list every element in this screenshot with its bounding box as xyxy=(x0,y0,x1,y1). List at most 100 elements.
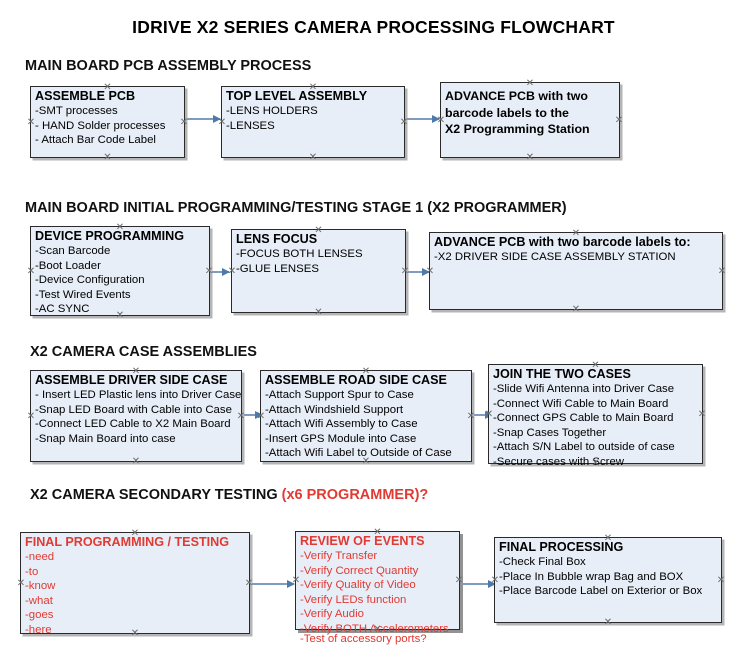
resize-handle-bottom[interactable] xyxy=(131,629,140,638)
resize-handle-top[interactable] xyxy=(591,361,600,370)
box-title: ASSEMBLE ROAD SIDE CASE xyxy=(265,373,447,387)
box-line: -here xyxy=(25,623,52,636)
resize-handle-left[interactable] xyxy=(292,576,301,585)
box-join-the-two-cases[interactable]: JOIN THE TWO CASES -Slide Wifi Antenna i… xyxy=(485,361,703,468)
resize-handle-bottom[interactable] xyxy=(103,153,112,162)
resize-handle-left[interactable] xyxy=(437,116,446,125)
section-heading-3: X2 CAMERA CASE ASSEMBLIES xyxy=(30,344,257,360)
box-line: -Snap Cases Together xyxy=(493,426,607,439)
resize-handle-top[interactable] xyxy=(373,528,382,537)
resize-handle-bottom[interactable] xyxy=(314,308,323,317)
box-line: -know xyxy=(25,580,56,593)
box-advance-pcb-station[interactable]: ADVANCE PCB with two barcode labels to t… xyxy=(440,82,620,158)
box-line: -Insert GPS Module into Case xyxy=(265,432,417,445)
section-heading-4: X2 CAMERA SECONDARY TESTING (x6 PROGRAMM… xyxy=(30,487,428,503)
resize-handle-right[interactable] xyxy=(698,410,707,419)
box-assemble-pcb[interactable]: ASSEMBLE PCB -SMT processes - HAND Solde… xyxy=(30,86,185,158)
resize-handle-bottom[interactable] xyxy=(526,153,535,162)
resize-handle-left[interactable] xyxy=(218,118,227,127)
resize-handle-top[interactable] xyxy=(103,83,112,92)
resize-handle-right[interactable] xyxy=(717,576,726,585)
resize-handle-right[interactable] xyxy=(718,267,727,276)
resize-handle-top[interactable] xyxy=(314,226,323,235)
box-advance-pcb-driver-side[interactable]: ADVANCE PCB with two barcode labels to: … xyxy=(429,232,723,310)
resize-handle-bottom[interactable] xyxy=(373,625,382,634)
section-heading-4-text: X2 CAMERA SECONDARY TESTING xyxy=(30,487,282,503)
box-line: -Connect Wifi Cable to Main Board xyxy=(493,397,669,410)
section-heading-1-text: MAIN BOARD PCB ASSEMBLY PROCESS xyxy=(25,58,312,74)
resize-handle-top[interactable] xyxy=(572,229,581,238)
arrow-1-2-to-1-3 xyxy=(407,114,440,123)
box-top-level-assembly[interactable]: TOP LEVEL ASSEMBLY -LENS HOLDERS -LENSES xyxy=(221,86,405,158)
box-title: REVIEW OF EVENTS xyxy=(300,534,425,548)
box-line: -Boot Loader xyxy=(35,259,101,272)
box-lens-focus[interactable]: LENS FOCUS -FOCUS BOTH LENSES -GLUE LENS… xyxy=(231,229,406,313)
box-title: FINAL PROCESSING xyxy=(499,540,624,554)
resize-handle-left[interactable] xyxy=(485,410,494,419)
box-line: -SMT processes xyxy=(35,105,118,117)
box-line: -Connect GPS Cable to Main Board xyxy=(493,412,674,425)
box-assemble-road-side-case[interactable]: ASSEMBLE ROAD SIDE CASE -Attach Support … xyxy=(260,370,472,462)
box-final-programming-testing[interactable]: FINAL PROGRAMMING / TESTING -need -to -k… xyxy=(17,529,250,636)
resize-handle-bottom[interactable] xyxy=(572,305,581,314)
arrow-2-1-to-2-2 xyxy=(212,267,230,276)
box-line: barcode labels to the xyxy=(445,105,569,120)
resize-handle-right[interactable] xyxy=(615,116,624,125)
box-line: -Attach Wifi Label to Outside of Case xyxy=(265,447,452,460)
resize-handle-bottom[interactable] xyxy=(591,459,600,468)
box-line: - HAND Solder processes xyxy=(35,119,166,132)
box-line: -Check Final Box xyxy=(499,556,586,568)
resize-handle-top[interactable] xyxy=(526,79,535,88)
resize-handle-left[interactable] xyxy=(257,412,266,421)
resize-handle-right[interactable] xyxy=(467,412,476,421)
box-title: ADVANCE PCB with two xyxy=(445,89,588,103)
resize-handle-bottom[interactable] xyxy=(116,311,125,320)
resize-handle-left[interactable] xyxy=(27,412,36,421)
box-assemble-driver-side-case[interactable]: ASSEMBLE DRIVER SIDE CASE - Insert LED P… xyxy=(30,370,242,462)
box-line: -Verify Audio xyxy=(300,608,364,621)
box-line: -Attach Wifi Assembly to Case xyxy=(265,418,418,431)
box-line: -Attach S/N Label to outside of case xyxy=(493,441,675,454)
box-final-processing[interactable]: FINAL PROCESSING -Check Final Box -Place… xyxy=(494,537,722,623)
resize-handle-left[interactable] xyxy=(17,579,26,588)
box-line: -goes xyxy=(25,609,54,622)
resize-handle-top[interactable] xyxy=(116,223,125,232)
resize-handle-left[interactable] xyxy=(491,576,500,585)
resize-handle-bottom[interactable] xyxy=(604,618,613,627)
resize-handle-bottom[interactable] xyxy=(362,457,371,466)
section-heading-1: MAIN BOARD PCB ASSEMBLY PROCESS xyxy=(25,58,311,74)
resize-handle-left[interactable] xyxy=(27,267,36,276)
resize-handle-left[interactable] xyxy=(228,267,237,276)
box-line: X2 Programming Station xyxy=(445,122,590,136)
box-line: -Device Configuration xyxy=(35,274,145,287)
section-heading-2: MAIN BOARD INITIAL PROGRAMMING/TESTING S… xyxy=(25,200,567,216)
box-line: -Connect LED Cable to X2 Main Board xyxy=(35,418,231,431)
box-line: -what xyxy=(25,594,53,607)
section-heading-2-text: MAIN BOARD INITIAL PROGRAMMING/TESTING S… xyxy=(25,200,567,216)
resize-handle-right[interactable] xyxy=(237,412,246,421)
box-title: FINAL PROGRAMMING / TESTING xyxy=(25,535,230,549)
resize-handle-left[interactable] xyxy=(27,118,36,127)
resize-handle-bottom[interactable] xyxy=(309,153,318,162)
box-title: TOP LEVEL ASSEMBLY xyxy=(226,89,368,103)
box-line: -Verify Quality of Video xyxy=(300,579,416,592)
resize-handle-top[interactable] xyxy=(132,367,141,376)
box-device-programming[interactable]: DEVICE PROGRAMMING -Scan Barcode -Boot L… xyxy=(30,226,210,316)
box-line: -Attach Support Spur to Case xyxy=(265,389,414,401)
resize-handle-top[interactable] xyxy=(309,83,318,92)
box-line: -Snap Main Board into case xyxy=(35,432,176,445)
box-title: DEVICE PROGRAMMING xyxy=(35,229,185,243)
resize-handle-top[interactable] xyxy=(131,529,140,538)
resize-handle-top[interactable] xyxy=(362,367,371,376)
box-line: -FOCUS BOTH LENSES xyxy=(236,248,363,260)
box-title: LENS FOCUS xyxy=(236,232,318,246)
resize-handle-bottom[interactable] xyxy=(132,457,141,466)
box-review-of-events[interactable]: REVIEW OF EVENTS -Verify Transfer -Verif… xyxy=(292,528,460,645)
resize-handle-top[interactable] xyxy=(604,534,613,543)
arrow-4-1-to-4-2 xyxy=(252,579,295,588)
box-line: -LENSES xyxy=(226,119,275,132)
box-line-overflow: -Test of accessory ports? xyxy=(300,633,427,645)
resize-handle-left[interactable] xyxy=(426,267,435,276)
page-title: IDRIVE X2 SERIES CAMERA PROCESSING FLOWC… xyxy=(132,17,615,37)
